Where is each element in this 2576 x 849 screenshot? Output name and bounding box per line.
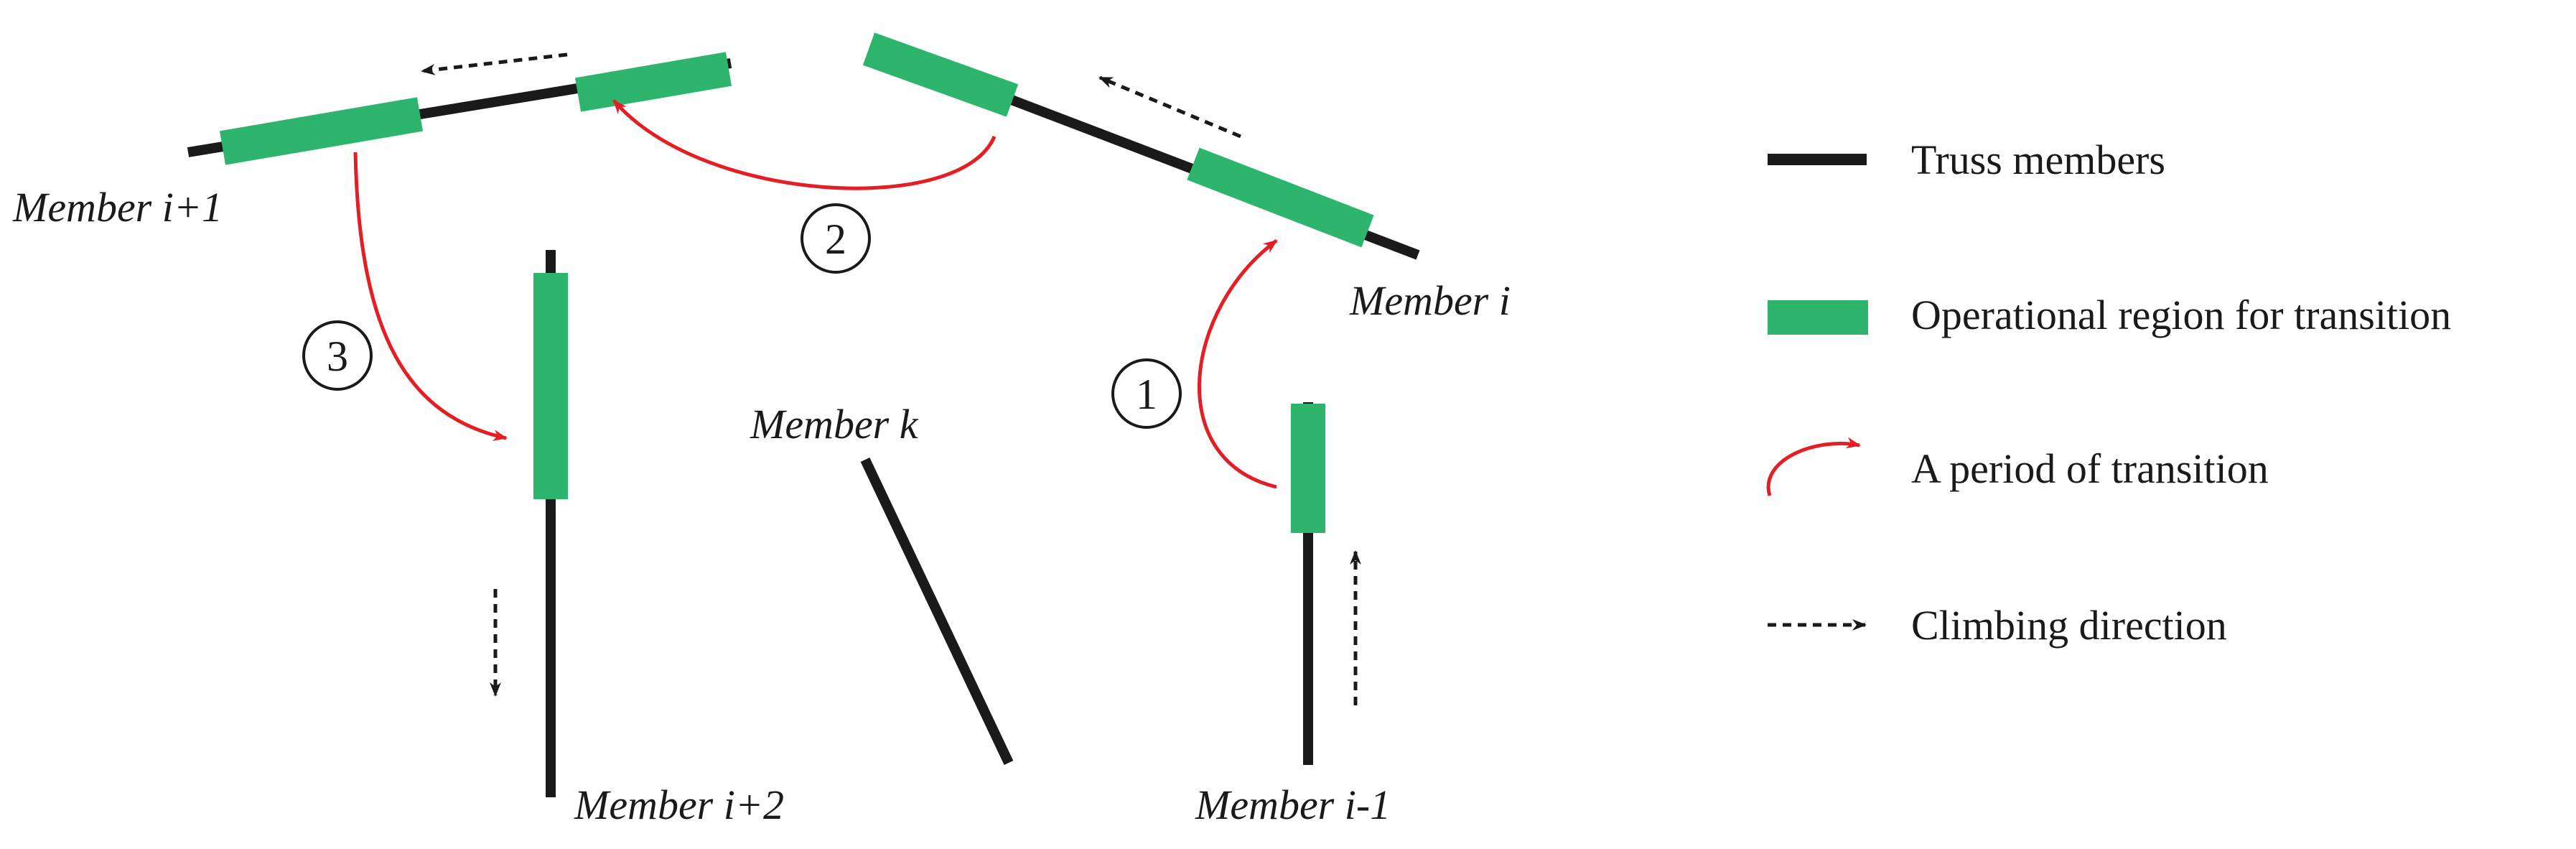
step-2-number: 2 (825, 215, 846, 263)
label-member-i-plus-1: Member i+1 (12, 184, 223, 231)
legend-climb-label: Climbing direction (1911, 602, 2227, 649)
member-i (862, 32, 1420, 260)
legend-operational-label: Operational region for transition (1911, 292, 2451, 338)
transition-arrow-3 (353, 152, 508, 441)
step-2-marker: 2 (801, 203, 871, 274)
legend-operational-swatch (1768, 300, 1868, 335)
label-member-i-minus-1: Member i-1 (1195, 781, 1391, 828)
climb-arrow-member-i-plus-1 (421, 52, 568, 75)
operational-region-i-plus-1-left (219, 97, 424, 165)
step-1-circle (1111, 358, 1182, 429)
step-3-marker: 3 (302, 320, 373, 391)
transition-arrow-1 (1198, 238, 1278, 489)
label-member-k: Member k (750, 401, 919, 447)
operational-region-i-left (862, 32, 1019, 117)
operational-region-i-right (1187, 147, 1374, 248)
truss-member-k (860, 458, 1014, 765)
legend-transition-swatch (1766, 437, 1861, 496)
step-3-circle (302, 320, 373, 391)
step-2-circle (801, 203, 871, 274)
legend-transition-label: A period of transition (1911, 445, 2269, 492)
transition-arrow-2 (612, 99, 997, 190)
step-3-number: 3 (327, 333, 348, 380)
step-1-marker: 1 (1111, 358, 1182, 429)
legend: Truss members Operational region for tra… (1766, 136, 2451, 649)
climb-arrow-member-i (1098, 75, 1241, 139)
operational-region-i-plus-1-right (574, 52, 732, 112)
member-i-plus-1 (187, 52, 732, 165)
label-member-i: Member i (1349, 277, 1511, 324)
step-1-number: 1 (1136, 371, 1157, 418)
legend-truss-label: Truss members (1911, 136, 2165, 183)
label-member-i-plus-2: Member i+2 (574, 781, 784, 828)
